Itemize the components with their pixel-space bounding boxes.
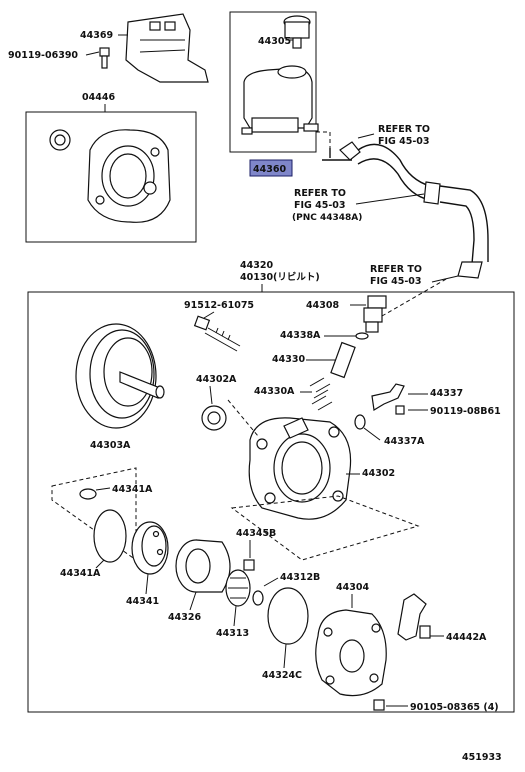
bolt-90119-06390 xyxy=(99,47,110,69)
refer-1-line2: FIG 45-03 xyxy=(378,136,430,147)
bolt-90105-08365 xyxy=(373,699,385,711)
spring-44330A xyxy=(309,377,333,411)
reservoir-cap-44305 xyxy=(283,15,311,49)
ring-44312B xyxy=(252,590,264,606)
label-44305: 44305 xyxy=(258,36,291,47)
oring-44341A xyxy=(93,509,127,563)
cam-ring-44326 xyxy=(175,539,231,593)
cartridge-region xyxy=(230,495,420,561)
label-91512-61075: 91512-61075 xyxy=(184,300,254,311)
label-44345B: 44345B xyxy=(236,528,276,539)
label-90119-06390: 90119-06390 xyxy=(8,50,78,61)
bolt-91512-61075 xyxy=(193,315,241,352)
refer-3-line2: FIG 45-03 xyxy=(370,276,422,287)
gasket-kit-parts xyxy=(49,129,171,223)
refer-2-line3: (PNC 44348A) xyxy=(292,213,362,223)
label-44369: 44369 xyxy=(80,30,113,41)
label-90105-08365: 90105-08365 (4) xyxy=(410,702,499,713)
pin-44345B xyxy=(243,559,255,571)
label-44442A: 44442A xyxy=(446,632,487,643)
oring-44338A xyxy=(355,332,369,340)
rear-housing-44304 xyxy=(315,609,387,697)
kit-frame-04446 xyxy=(25,111,197,243)
reservoir-frame xyxy=(229,11,317,153)
reservoir-tank xyxy=(241,65,319,135)
label-44330: 44330 xyxy=(272,354,305,365)
plate-44341 xyxy=(131,521,169,575)
rotor-44313 xyxy=(225,569,251,607)
refer-3-line1: REFER TO xyxy=(370,264,422,275)
pump-body-44302 xyxy=(248,417,352,520)
label-40130: 40130(リビルト) xyxy=(240,271,320,283)
label-44326: 44326 xyxy=(168,612,201,623)
label-44341A-top: 44341A xyxy=(112,484,153,495)
hose-assembly-top xyxy=(316,131,489,279)
label-44337A: 44337A xyxy=(384,436,425,447)
label-44302A: 44302A xyxy=(196,374,237,385)
label-44360: 44360 xyxy=(253,164,286,175)
label-44338A: 44338A xyxy=(280,330,321,341)
diagram-number: 451933 xyxy=(462,752,502,763)
fitting-44337 xyxy=(371,383,405,411)
oring-44337A xyxy=(354,414,366,430)
refer-2-line1: REFER TO xyxy=(294,188,346,199)
label-90119-08B61: 90119-08B61 xyxy=(430,406,501,417)
label-44303A: 44303A xyxy=(90,440,131,451)
bearing-44302A xyxy=(201,405,227,431)
label-44320: 44320 xyxy=(240,260,273,271)
label-44337: 44337 xyxy=(430,388,463,399)
refer-2-line2: FIG 45-03 xyxy=(294,200,346,211)
label-44330A: 44330A xyxy=(254,386,295,397)
label-44308: 44308 xyxy=(306,300,339,311)
highlight-44360 xyxy=(249,159,293,177)
union-44308 xyxy=(363,295,387,333)
label-44324C: 44324C xyxy=(262,670,302,681)
label-44341: 44341 xyxy=(126,596,159,607)
bracket-44369 xyxy=(125,13,209,83)
refer-1-line1: REFER TO xyxy=(378,124,430,135)
valve-44330 xyxy=(330,341,356,379)
label-44304: 44304 xyxy=(336,582,369,593)
label-44312B: 44312B xyxy=(280,572,320,583)
pulley-44303A xyxy=(75,323,165,429)
oring-44341A-small xyxy=(79,488,97,500)
pump-assembly-frame xyxy=(27,291,515,713)
bolt-90119-08B61 xyxy=(395,405,405,415)
label-44302: 44302 xyxy=(362,468,395,479)
label-44313: 44313 xyxy=(216,628,249,639)
label-04446: 04446 xyxy=(82,92,115,103)
label-44341A: 44341A xyxy=(60,568,101,579)
sensor-44442A xyxy=(397,593,431,641)
oring-44324C xyxy=(267,587,309,645)
